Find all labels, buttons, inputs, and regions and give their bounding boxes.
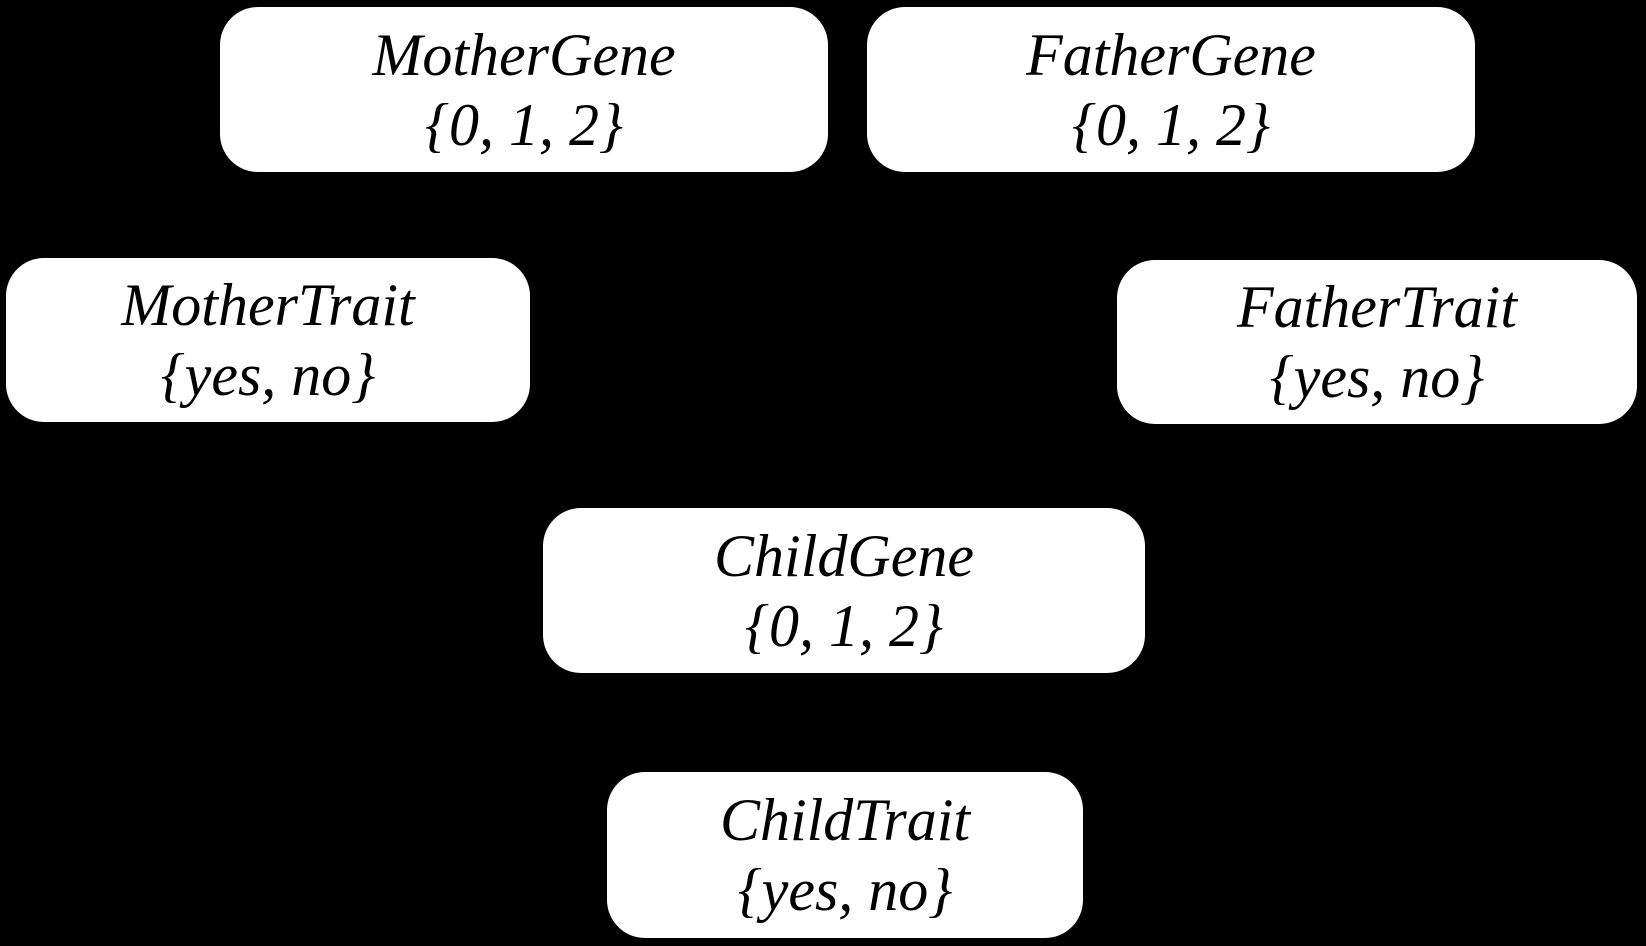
node-child-gene-label: ChildGene: [714, 522, 974, 589]
node-mother-trait-values: {yes, no}: [160, 342, 376, 408]
node-child-gene-values: {0, 1, 2}: [745, 592, 943, 659]
node-mother-trait-label: MotherTrait: [121, 272, 415, 338]
node-mother-trait: MotherTrait {yes, no}: [6, 258, 530, 422]
node-father-trait-label: FatherTrait: [1236, 274, 1518, 340]
node-father-gene-values: {0, 1, 2}: [1072, 91, 1270, 158]
node-mother-gene: MotherGene {0, 1, 2}: [220, 7, 828, 172]
node-child-trait-values: {yes, no}: [737, 857, 953, 923]
node-child-trait-label: ChildTrait: [719, 787, 971, 853]
node-father-trait: FatherTrait {yes, no}: [1117, 260, 1637, 424]
node-father-trait-values: {yes, no}: [1269, 344, 1485, 410]
node-mother-gene-values: {0, 1, 2}: [425, 91, 623, 158]
node-child-trait: ChildTrait {yes, no}: [607, 772, 1083, 938]
node-child-gene: ChildGene {0, 1, 2}: [543, 508, 1145, 673]
node-father-gene-label: FatherGene: [1026, 21, 1316, 88]
node-father-gene: FatherGene {0, 1, 2}: [867, 7, 1475, 172]
node-mother-gene-label: MotherGene: [372, 21, 676, 88]
